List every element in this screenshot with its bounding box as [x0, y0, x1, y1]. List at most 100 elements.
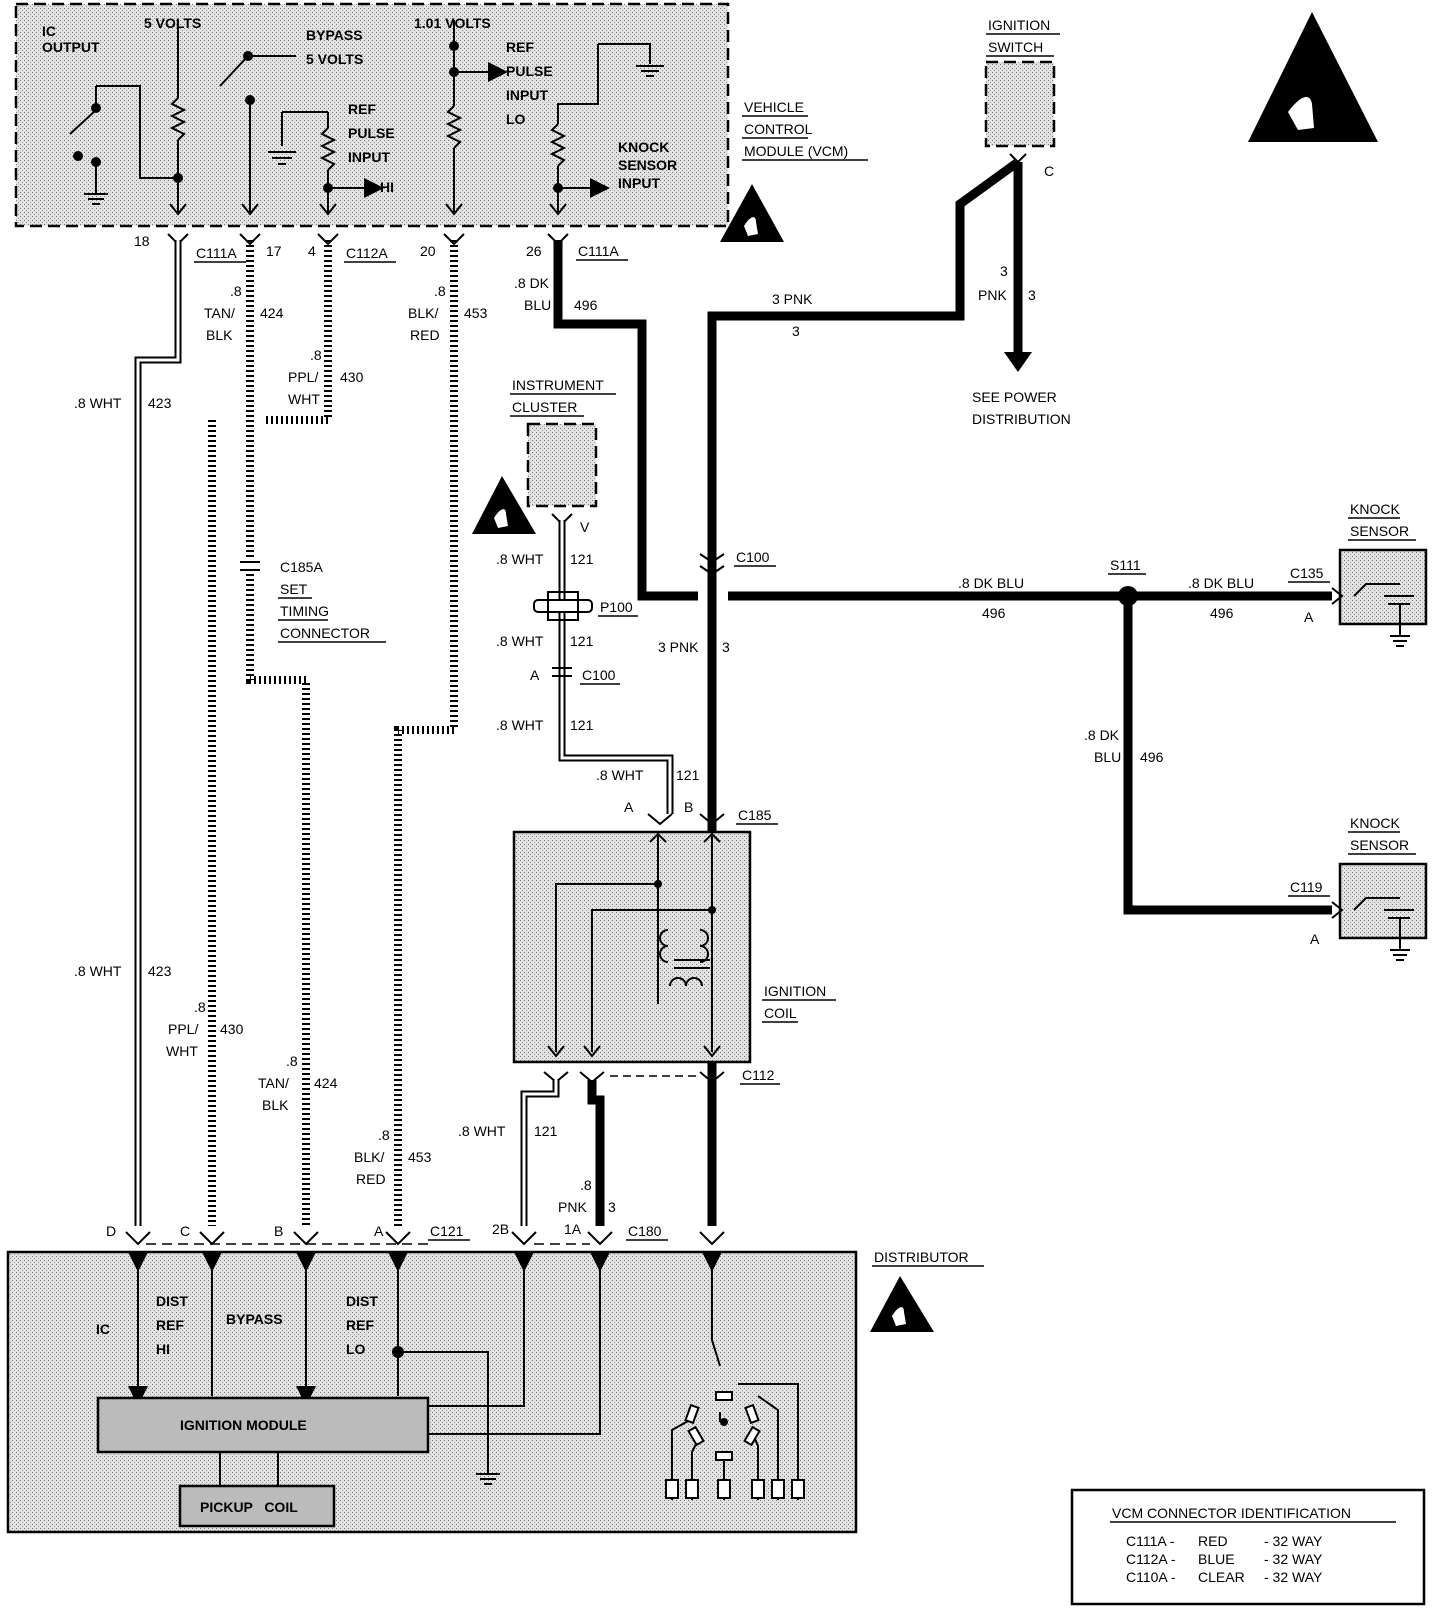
legend-color: CLEAR [1198, 1569, 1245, 1585]
c185a-label-4: CONNECTOR [280, 625, 370, 641]
wire-label: WHT [288, 391, 320, 407]
pin-a: A [530, 667, 540, 683]
wire-label: 3 [792, 323, 800, 339]
wire-label: .8 WHT [496, 717, 544, 733]
wire-label: BLU [524, 297, 551, 313]
dist-pin-d: D [106, 1223, 116, 1239]
ignition-switch-label-2: SWITCH [988, 39, 1043, 55]
wire-label: WHT [166, 1043, 198, 1059]
ignition-switch-label-1: IGNITION [988, 17, 1050, 33]
wire-label: 121 [570, 633, 594, 649]
knock-label-2: SENSOR [618, 157, 677, 173]
vcm-module: VEHICLE CONTROL MODULE (VCM) IC OUTPUT 5… [14, 2, 868, 228]
ic-output-label-1: IC [42, 23, 56, 39]
connector-c100-label: C100 [582, 667, 616, 683]
esd-icon [870, 1276, 934, 1332]
wire-label: .8 WHT [74, 963, 122, 979]
wire-121-lower [520, 1080, 560, 1226]
wire-label: RED [410, 327, 440, 343]
vcm-internal-circuit [69, 20, 664, 216]
wire-label: .8 [310, 347, 322, 363]
wire-label: 430 [220, 1021, 244, 1037]
wire-label: .8 [378, 1127, 390, 1143]
legend-way: - 32 WAY [1264, 1569, 1323, 1585]
knock-label-3: INPUT [618, 175, 660, 191]
dist-pin-c: C [180, 1223, 190, 1239]
connector-c111a: C111A [196, 245, 237, 261]
wire-label: 496 [574, 297, 598, 313]
distributor-cap-terminals [665, 1383, 805, 1500]
wire-label: .8 [286, 1053, 298, 1069]
connector-c100-label: C100 [736, 549, 770, 565]
wire-label: .8 DK BLU [1188, 575, 1254, 591]
legend-way: - 32 WAY [1264, 1533, 1323, 1549]
wire-121 [558, 520, 674, 814]
wire-label: .8 WHT [496, 551, 544, 567]
wire-label: 496 [982, 605, 1006, 621]
ignition-coil [512, 830, 752, 1064]
wire-label: .8 WHT [74, 395, 122, 411]
dist-pin-a: A [374, 1223, 384, 1239]
connector-c112-label: C112 [742, 1067, 775, 1083]
wire-label: BLK/ [408, 305, 438, 321]
see-power-label-1: SEE POWER [972, 389, 1057, 405]
wire-label: .8 DK BLU [958, 575, 1024, 591]
wire-label: 496 [1140, 749, 1164, 765]
legend-title: VCM CONNECTOR IDENTIFICATION [1112, 1505, 1351, 1521]
c185a-label-1: C185A [280, 559, 323, 575]
legend-color: RED [1198, 1533, 1228, 1549]
wire-label: TAN/ [258, 1075, 289, 1091]
dist-ref-lo-label-1: DIST [346, 1293, 378, 1309]
vcm-title-1: VEHICLE [744, 99, 804, 115]
wire-label: 3 [1028, 287, 1036, 303]
wire-label: 423 [148, 963, 172, 979]
connector-c112a: C112A [346, 245, 388, 261]
wire-label: .8 WHT [458, 1123, 506, 1139]
wire-label: 3 [1000, 263, 1008, 279]
distributor-label: DISTRIBUTOR [874, 1249, 969, 1265]
connector-c135-label: C135 [1290, 565, 1324, 581]
pin-17: 17 [266, 243, 282, 259]
knock-sensor-top: KNOCK SENSOR [1331, 501, 1428, 647]
dist-ref-lo-label-2: REF [346, 1317, 374, 1333]
legend-conn: C110A - [1126, 1569, 1176, 1585]
connector-p100 [533, 599, 593, 613]
ignition-coil-label-1: IGNITION [764, 983, 826, 999]
ref-lo-label-3: INPUT [506, 87, 548, 103]
wire-label: PNK [558, 1199, 587, 1215]
wire-label: .8 DK [514, 275, 550, 291]
pin-26: 26 [526, 243, 542, 259]
wire-label: PPL/ [288, 369, 318, 385]
ref-lo-label-4: LO [506, 111, 526, 127]
dist-ic-label: IC [96, 1321, 110, 1337]
vcm-title-3: MODULE (VCM) [744, 143, 848, 159]
c185a-label-2: SET [280, 581, 308, 597]
wire-label: 496 [1210, 605, 1234, 621]
connector-c185-label: C185 [738, 807, 772, 823]
wire-label: .8 WHT [496, 633, 544, 649]
wire-pnk-3 [587, 1080, 605, 1226]
wire-label: 3 PNK [772, 291, 813, 307]
knock-sensor-label-2: SENSOR [1350, 837, 1409, 853]
pin-20: 20 [420, 243, 436, 259]
instrument-cluster-label-2: CLUSTER [512, 399, 577, 415]
dist-pin-2b: 2B [492, 1221, 509, 1237]
esd-icon [472, 476, 536, 534]
legend-conn: C112A - [1126, 1551, 1176, 1567]
esd-icon [720, 184, 784, 242]
knock-sensor-label-2: SENSOR [1350, 523, 1409, 539]
bypass-label-1: BYPASS [306, 27, 363, 43]
wire-label: TAN/ [204, 305, 235, 321]
pin-a: A [1310, 931, 1320, 947]
pin-b: B [684, 799, 693, 815]
wire-label: 424 [260, 305, 284, 321]
wire-label: .8 [194, 999, 206, 1015]
wire-label: 121 [570, 551, 594, 567]
wire-label: 3 [608, 1199, 616, 1215]
splice-label: S111 [1110, 557, 1141, 573]
dist-ref-hi-label-3: HI [156, 1341, 170, 1357]
distributor-connector-chevrons [125, 1231, 725, 1246]
instrument-cluster-label-1: INSTRUMENT [512, 377, 604, 393]
connector-p100-label: P100 [600, 599, 633, 615]
